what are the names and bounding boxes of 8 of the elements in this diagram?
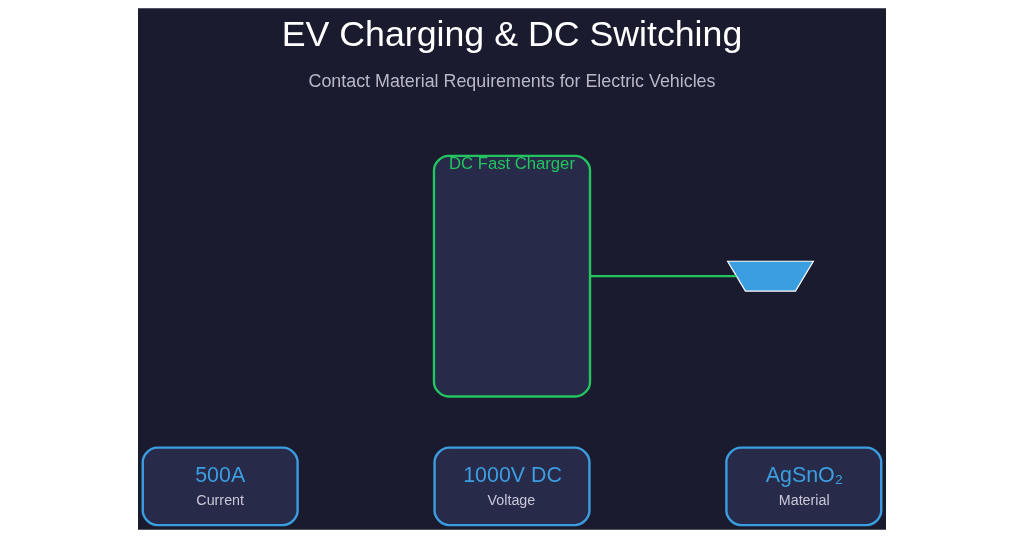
connector [590, 274, 737, 278]
node-box: 1000V DC Voltage [433, 446, 591, 527]
node-box: DC Fast Charger [432, 154, 592, 398]
diagram-title: EV Charging & DC Switching [281, 14, 743, 55]
node-box: AgSnO₂ Material [725, 446, 883, 527]
node-box: 500A Current [141, 446, 299, 527]
label: Contact Material Requirements for Electric Vehicles [308, 71, 716, 92]
node-car [726, 260, 815, 292]
